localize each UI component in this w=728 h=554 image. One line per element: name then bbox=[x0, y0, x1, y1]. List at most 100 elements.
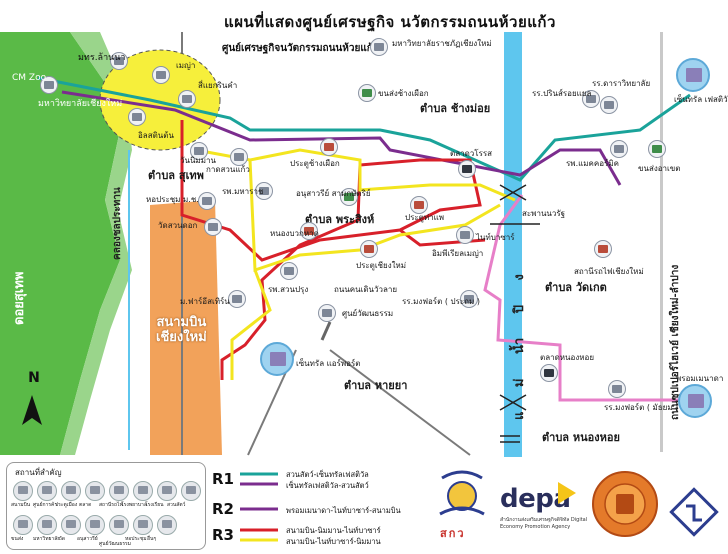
district-changmoi: ตำบล ช้างม่อย bbox=[420, 102, 491, 115]
legend-item: ประตูเมือง bbox=[55, 502, 78, 508]
place-walking-street[interactable]: ถนนคนเดินวัวลาย bbox=[334, 285, 398, 294]
hospital-icon[interactable] bbox=[610, 140, 628, 158]
night-bazaar-icon[interactable] bbox=[456, 226, 474, 244]
place-meya[interactable]: เมญ่า bbox=[176, 61, 196, 70]
place-central-airport[interactable]: เซ็นทรัล แอร์พอร์ต bbox=[296, 359, 361, 368]
place-tha-phae[interactable]: ประตูท่าแพ bbox=[405, 213, 445, 222]
place-bus-arcade[interactable]: ขนส่งอาเขต bbox=[638, 164, 681, 173]
place-night-bazaar[interactable]: ไนท์บาซาร์ bbox=[476, 233, 515, 242]
place-one-nimman[interactable]: อิลสตินต้น bbox=[138, 131, 174, 140]
place-rail-station[interactable]: สถานีรถไฟเชียงใหม่ bbox=[574, 267, 644, 276]
school-icon[interactable] bbox=[582, 90, 600, 108]
legend-item: สวนสัตว์ bbox=[167, 502, 186, 508]
river-crossings bbox=[490, 184, 540, 443]
ministry-seal bbox=[592, 471, 658, 537]
place-montfort-prathom[interactable]: รร.มงฟอร์ต ( ประถม ) bbox=[402, 297, 480, 306]
place-dara[interactable]: รร.ดาราวิทยาลัย bbox=[592, 79, 651, 88]
school-icon[interactable] bbox=[460, 290, 478, 308]
place-pratu-chang-phueak[interactable]: ประตูช้างเผือก bbox=[290, 159, 340, 168]
place-warorot[interactable]: ตลาดวโรรส bbox=[450, 149, 493, 158]
place-rp-maharaj[interactable]: รพ.มหาราช bbox=[222, 187, 264, 196]
market-icon[interactable] bbox=[540, 364, 558, 382]
place-imperial[interactable]: อิมพีเรียลเมญ่า bbox=[432, 249, 484, 258]
airport-label-line2: เชียงใหม่ bbox=[156, 329, 207, 345]
zoo-icon[interactable] bbox=[40, 76, 58, 94]
place-kaset-lanna[interactable]: มทร.ล้านนา bbox=[78, 53, 126, 63]
school-icon[interactable] bbox=[600, 96, 618, 114]
place-sanpakoi[interactable]: สะพานนวรัฐ bbox=[522, 209, 566, 218]
map-title: แผนที่แสดงศูนย์เศรษฐกิจ นวัตกรรมถนนห้วยแ… bbox=[224, 13, 556, 31]
airport-label-line1: สนามบิน bbox=[156, 315, 207, 330]
trf-logo-text: สกว bbox=[440, 527, 466, 540]
city-gate-icon[interactable] bbox=[410, 196, 428, 214]
place-hor-prachum[interactable]: หอประชุม ม.ช. bbox=[146, 195, 199, 204]
place-cm-uni-tech[interactable]: รร.ปรินส์รอยแยล bbox=[532, 89, 592, 98]
khlong-label: คลองชลประทาน bbox=[112, 187, 123, 260]
route-key-r2: R2 bbox=[212, 500, 234, 518]
central-airport-icon[interactable] bbox=[260, 342, 294, 376]
place-kad-suan-kaew[interactable]: กาดสวนแก้ว bbox=[206, 165, 250, 174]
place-central-festival[interactable]: เซ็นทรัล เฟสติวัล bbox=[674, 95, 728, 104]
place-montfort-mathayom[interactable]: รร.มงฟอร์ต ( มัธยม ) bbox=[604, 403, 679, 412]
legend-item: มหาวิทยาลัย bbox=[33, 536, 61, 542]
blue-institution-logo bbox=[669, 487, 719, 537]
university-icon[interactable] bbox=[228, 290, 246, 308]
market-icon[interactable] bbox=[458, 160, 476, 178]
district-nong-hoi: ตำบล หนองหอย bbox=[542, 431, 620, 444]
place-nong-buak-hard[interactable]: หนองบวกหาด bbox=[270, 229, 319, 238]
legend-item: ศูนย์การค้า bbox=[33, 502, 58, 508]
superhighway-road bbox=[660, 32, 663, 452]
mall-icon[interactable] bbox=[152, 66, 170, 84]
river-label: แ ม่ น้ำ ปิ ง bbox=[512, 264, 527, 420]
place-wang-nimman[interactable]: วันนิมมาน bbox=[180, 156, 216, 165]
legend-icon bbox=[61, 515, 81, 535]
bus-station-icon[interactable] bbox=[648, 140, 666, 158]
place-pratu-chiang-mai[interactable]: ประตูเชียงใหม่ bbox=[356, 261, 407, 270]
hospital-icon[interactable] bbox=[255, 182, 273, 200]
doi-suthep-area bbox=[0, 32, 120, 455]
school-icon[interactable] bbox=[608, 380, 626, 398]
place-nong-hoi-market[interactable]: ตลาดหนองหอย bbox=[540, 353, 595, 362]
place-anusawari[interactable]: อนุสาวรีย์ สามกษัตริย์ bbox=[296, 189, 371, 198]
hub-label: ศูนย์เศรษฐกิจนวัตกรรมถนนห้วยแก้ว bbox=[222, 43, 379, 54]
mall-icon[interactable] bbox=[190, 142, 208, 160]
culture-centre-icon[interactable] bbox=[318, 304, 336, 322]
place-mcormick[interactable]: รพ.แมคคอร์มิค bbox=[566, 159, 619, 168]
compass: N bbox=[14, 370, 54, 386]
university-icon[interactable] bbox=[110, 52, 128, 70]
place-khon-song[interactable]: ขนส่งช้างเผือก bbox=[378, 89, 429, 98]
legend-icon bbox=[133, 515, 153, 535]
airport-label: สนามบิน เชียงใหม่ bbox=[156, 315, 207, 346]
legend-title: สถานที่สำคัญ bbox=[15, 468, 62, 477]
place-promenada[interactable]: พรอมเมนาดา bbox=[676, 374, 724, 383]
hub-zone bbox=[99, 49, 221, 151]
hospital-icon[interactable] bbox=[280, 262, 298, 280]
market-icon[interactable] bbox=[300, 222, 318, 240]
university-icon[interactable] bbox=[370, 38, 388, 56]
city-gate-icon[interactable] bbox=[360, 240, 378, 258]
compass-letter: N bbox=[28, 370, 40, 386]
place-cmu[interactable]: มหาวิทยาลัยเชียงใหม่ bbox=[38, 99, 123, 109]
promenada-icon[interactable] bbox=[678, 384, 712, 418]
train-station-icon[interactable] bbox=[594, 240, 612, 258]
temple-icon[interactable] bbox=[204, 218, 222, 236]
legend-icon bbox=[157, 481, 177, 501]
place-cm-zoo[interactable]: CM Zoo bbox=[12, 73, 47, 83]
place-suan-prung[interactable]: รพ.สวนปรุง bbox=[268, 285, 309, 294]
building-icon[interactable] bbox=[128, 108, 146, 126]
place-cultural-centre[interactable]: ศูนย์วัฒนธรรม bbox=[342, 309, 394, 318]
place-phantip[interactable]: สี่แยกรินคำ bbox=[198, 81, 238, 90]
monument-icon[interactable] bbox=[340, 188, 358, 206]
place-mfu-cm[interactable]: ม.ฟาร์อีสเทิร์น bbox=[180, 297, 230, 306]
hall-icon[interactable] bbox=[198, 192, 216, 210]
city-gate-icon[interactable] bbox=[320, 138, 338, 156]
central-festival-icon[interactable] bbox=[676, 58, 710, 92]
intersection-icon[interactable] bbox=[178, 90, 196, 108]
route-r2-line1: พรอมเมนาดา-ไนท์บาซาร์-สนามบิน bbox=[286, 506, 401, 515]
place-maejo-eco[interactable]: มหาวิทยาลัยราชภัฏเชียงใหม่ bbox=[392, 39, 492, 48]
place-wat-suan-dok[interactable]: วัดสวนดอก bbox=[158, 221, 198, 230]
bus-station-icon[interactable] bbox=[358, 84, 376, 102]
legend-item: โรงพยาบาล bbox=[121, 502, 147, 508]
mall-icon[interactable] bbox=[230, 148, 248, 166]
